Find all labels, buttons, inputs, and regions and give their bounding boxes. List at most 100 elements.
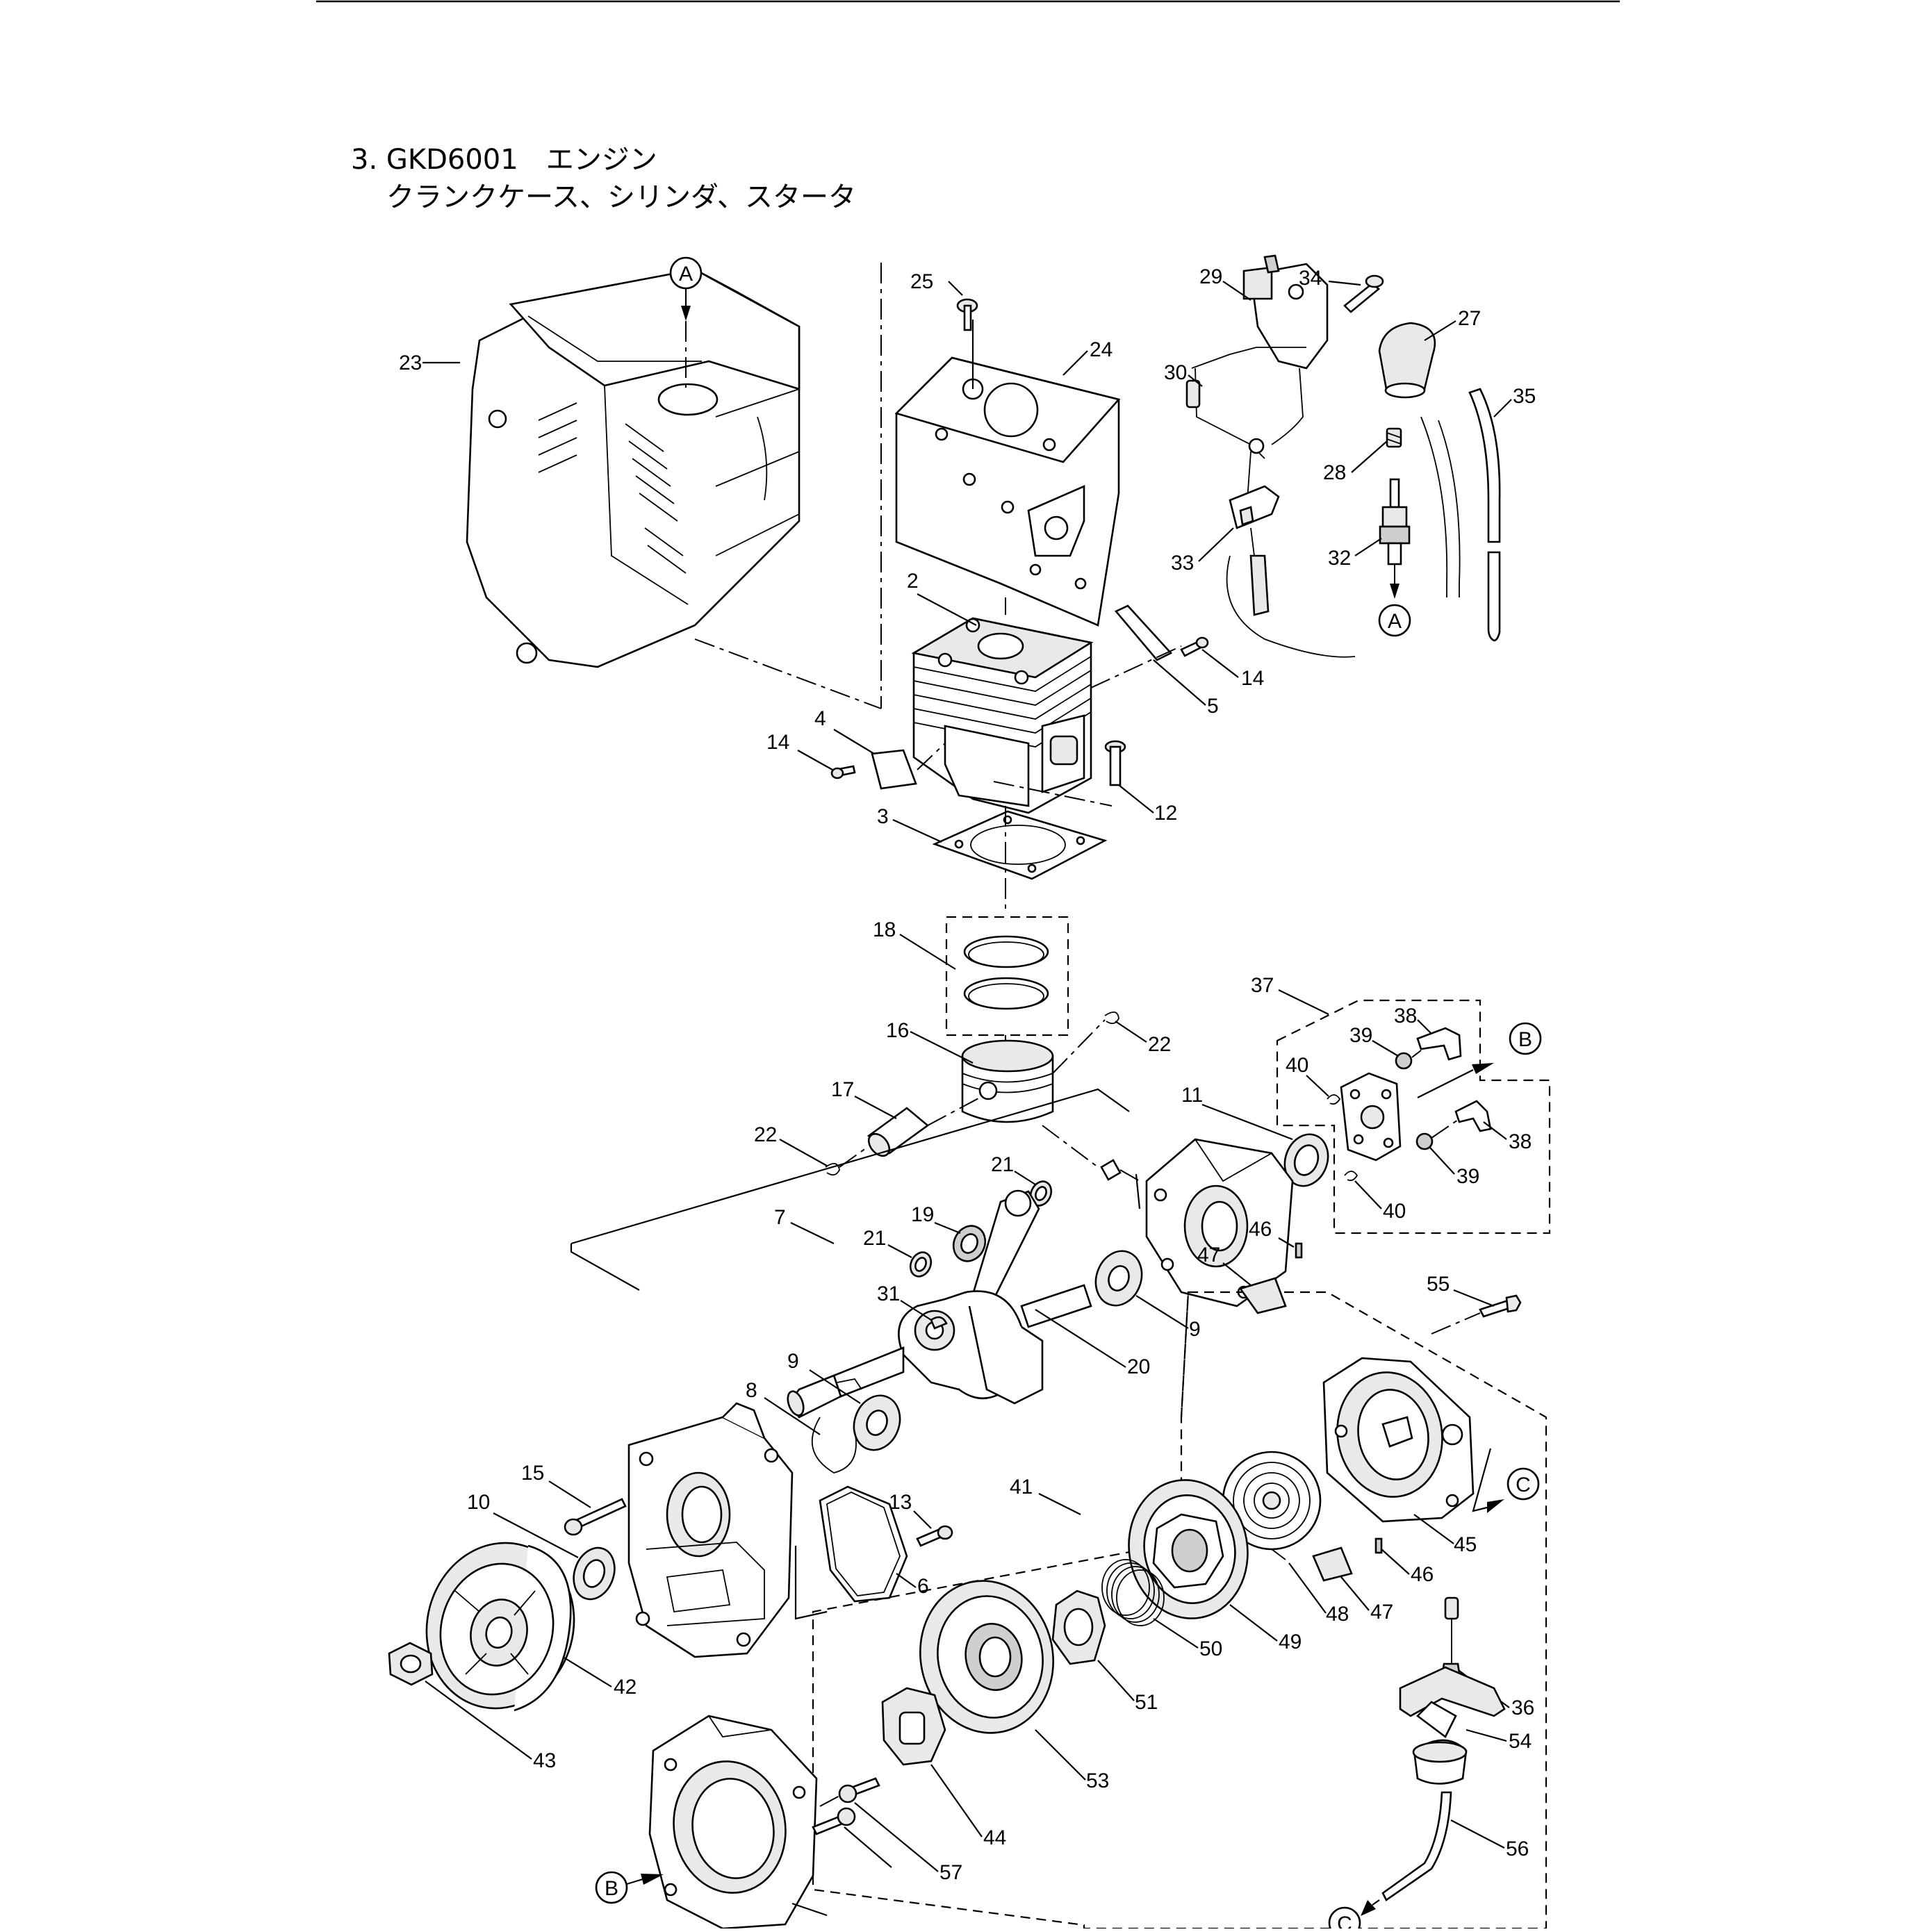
callout-44: 56 <box>1506 1838 1529 1860</box>
part-24-cylinder-cover <box>894 356 1121 627</box>
callout-22-left: 22 <box>754 1123 777 1146</box>
callout-40-bottom: 40 <box>1383 1200 1406 1223</box>
callout-42: 36 <box>1511 1696 1534 1719</box>
callout-23: 23 <box>399 352 422 374</box>
part-47-pawl-top <box>1238 1277 1287 1314</box>
callout-43: 54 <box>1509 1730 1532 1753</box>
part-47-pawl-bottom <box>1312 1546 1353 1582</box>
part-19-needle-bearing <box>952 1225 987 1262</box>
part-25-bolt <box>956 298 978 331</box>
part-57-screw <box>812 1807 856 1835</box>
part-53-flange <box>881 1687 946 1766</box>
callout-47-top: 47 <box>1197 1244 1220 1266</box>
part-20-crankshaft <box>787 1189 1092 1419</box>
part-48-recoil-spring <box>1222 1451 1322 1560</box>
part-26-flywheel <box>425 1542 575 1712</box>
part-49-rope-reel <box>1128 1479 1249 1619</box>
part-14-screw-right <box>1180 636 1209 657</box>
callout-6: 6 <box>917 1575 929 1598</box>
part-30-wire-clip <box>1185 379 1201 408</box>
part-12-bolt <box>1104 740 1126 786</box>
part-23-fan-shroud <box>466 268 801 668</box>
part-16-piston <box>961 1039 1054 1123</box>
callout-16: 16 <box>886 1019 909 1042</box>
part-38-lever-bottom <box>1454 1100 1492 1132</box>
callout-14-left: 14 <box>766 731 789 754</box>
callout-47-bottom: 47 <box>1370 1601 1393 1624</box>
part-5-intake-plate <box>1114 604 1173 661</box>
callout-49: 49 <box>1279 1630 1302 1653</box>
part-46-pin-top <box>1295 1242 1303 1259</box>
part-crankcase-right <box>1145 1138 1294 1307</box>
part-51-ratchet <box>1051 1590 1106 1665</box>
callout-45: 45 <box>1454 1533 1477 1556</box>
box-37-governor <box>1276 999 1551 1235</box>
part-38-lever-top <box>1416 1027 1462 1061</box>
part-40-clip-top <box>1327 1094 1341 1105</box>
callout-18: 18 <box>873 918 896 941</box>
part-55-bolt <box>1479 1294 1522 1318</box>
ref-marker-C-right: C <box>1472 1448 1540 1513</box>
part-crankcase-left <box>627 1402 794 1658</box>
part-10-oil-seal <box>573 1546 616 1601</box>
callout-39-top: 39 <box>1349 1024 1372 1047</box>
part-50-spring <box>1101 1559 1165 1626</box>
callout-28: 28 <box>1323 461 1346 484</box>
svg-text:A: A <box>679 263 693 286</box>
part-9-bearing-right <box>1094 1250 1143 1307</box>
svg-text:B: B <box>605 1877 618 1900</box>
callout-21-top: 21 <box>991 1153 1014 1176</box>
callout-19: 19 <box>911 1203 934 1226</box>
callout-17: 17 <box>831 1078 854 1101</box>
part-56-starter-housing <box>648 1715 818 1930</box>
part-22-circlip-left <box>825 1163 840 1176</box>
callout-38-top: 38 <box>1394 1005 1417 1027</box>
callout-25: 25 <box>910 270 933 293</box>
callout-13: 13 <box>889 1491 912 1514</box>
callout-46-top: 46 <box>1249 1218 1272 1241</box>
part-22-circlip-right <box>1104 1012 1119 1025</box>
callout-3: 3 <box>877 805 889 828</box>
callout-2: 2 <box>907 570 919 593</box>
part-40-clip-bottom <box>1344 1171 1358 1182</box>
callout-33: 33 <box>1171 552 1194 575</box>
part-29-ignition-coil <box>1242 254 1329 370</box>
callout-55: 55 <box>1427 1273 1450 1296</box>
callout-27: 27 <box>1458 307 1481 330</box>
box-41-starter <box>812 1291 1548 1930</box>
part-6-gasket <box>819 1485 908 1603</box>
part-33-stop-switch <box>1229 485 1280 529</box>
svg-text:C: C <box>1516 1473 1531 1496</box>
part-9-bearing-left <box>853 1394 901 1451</box>
callout-26: 42 <box>614 1676 637 1699</box>
callout-8: 8 <box>746 1379 757 1402</box>
box-18-piston-rings <box>945 916 1069 1037</box>
part-3-base-gasket <box>932 810 1108 880</box>
part-28-spring <box>1386 427 1402 448</box>
callout-22-right: 22 <box>1148 1033 1171 1056</box>
part-34-screw <box>1343 274 1384 313</box>
callout-32: 32 <box>1328 547 1351 570</box>
part-54-screw <box>838 1777 880 1803</box>
callout-50: 50 <box>1199 1637 1222 1660</box>
part-17-piston-pin <box>867 1107 930 1157</box>
part-13-screw <box>916 1525 953 1547</box>
callout-15: 15 <box>521 1462 544 1485</box>
part-43-handle <box>1399 1666 1506 1785</box>
part-31-woodruff-key <box>930 1316 948 1330</box>
ref-marker-C-bottom: C <box>1328 1899 1380 1932</box>
part-4-exhaust-plate <box>871 749 917 790</box>
callout-41: 41 <box>1010 1476 1033 1498</box>
part-18-piston-rings <box>963 935 1049 1010</box>
callout-38-bottom: 38 <box>1509 1130 1532 1153</box>
svg-text:B: B <box>1518 1028 1532 1051</box>
ref-marker-B-left: B <box>595 1871 664 1904</box>
callout-31: 31 <box>877 1282 900 1305</box>
part-15-bolt <box>564 1498 627 1536</box>
part-42-rope-clip <box>1441 1596 1461 1674</box>
callout-53: 44 <box>983 1826 1006 1849</box>
callout-12: 12 <box>1154 802 1177 825</box>
callout-14-right: 14 <box>1241 667 1264 690</box>
